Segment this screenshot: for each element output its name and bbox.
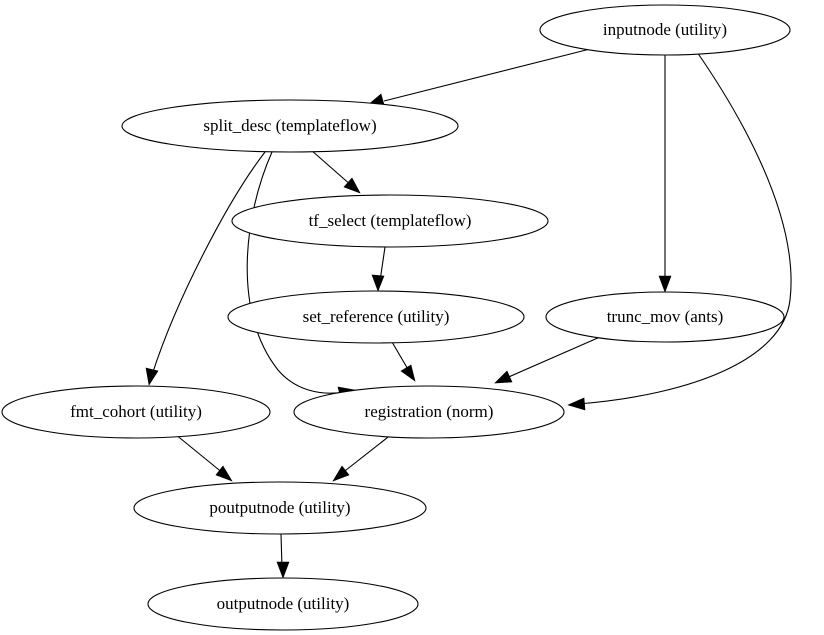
edge-inputnode-to-registration bbox=[567, 51, 792, 411]
node-fmt_cohort-ellipse[interactable] bbox=[1, 385, 271, 439]
node-layer: inputnode (utility) split_desc (template… bbox=[1, 4, 791, 631]
node-tf_select-ellipse[interactable] bbox=[231, 194, 549, 248]
node-inputnode-label: inputnode (utility) bbox=[603, 20, 727, 39]
node-split_desc-ellipse[interactable] bbox=[121, 99, 459, 153]
node-outputnode-ellipse[interactable] bbox=[147, 577, 419, 631]
edge-poutputnode-to-outputnode bbox=[276, 533, 290, 579]
node-trunc_mov-ellipse[interactable] bbox=[545, 291, 785, 343]
node-tf_select[interactable]: tf_select (templateflow) bbox=[231, 194, 549, 248]
node-fmt_cohort[interactable]: fmt_cohort (utility) bbox=[1, 385, 271, 439]
node-registration-ellipse[interactable] bbox=[293, 385, 565, 439]
node-inputnode[interactable]: inputnode (utility) bbox=[539, 4, 791, 56]
node-set_reference-ellipse[interactable] bbox=[227, 290, 525, 344]
edge-inputnode-to-trunc_mov bbox=[658, 55, 672, 293]
node-poutputnode-ellipse[interactable] bbox=[133, 481, 427, 535]
node-split_desc-label: split_desc (templateflow) bbox=[203, 116, 376, 135]
node-trunc_mov[interactable]: trunc_mov (ants) bbox=[545, 291, 785, 343]
node-outputnode-label: outputnode (utility) bbox=[217, 594, 350, 613]
edge-split_desc-to-tf_select bbox=[310, 149, 361, 194]
node-fmt_cohort-label: fmt_cohort (utility) bbox=[70, 402, 202, 421]
node-set_reference[interactable]: set_reference (utility) bbox=[227, 290, 525, 344]
node-tf_select-label: tf_select (templateflow) bbox=[309, 211, 472, 230]
edge-registration-to-poutputnode bbox=[332, 433, 393, 482]
edge-split_desc-to-fmt_cohort bbox=[145, 151, 266, 386]
node-outputnode[interactable]: outputnode (utility) bbox=[147, 577, 419, 631]
edge-set_reference-to-registration bbox=[391, 341, 416, 382]
edge-trunc_mov-to-registration bbox=[494, 336, 601, 384]
node-set_reference-label: set_reference (utility) bbox=[303, 307, 450, 326]
node-registration-label: registration (norm) bbox=[365, 402, 494, 421]
node-registration[interactable]: registration (norm) bbox=[293, 385, 565, 439]
edge-fmt_cohort-to-poutputnode bbox=[174, 433, 233, 482]
edge-inputnode-to-split_desc bbox=[367, 46, 599, 109]
node-poutputnode[interactable]: poutputnode (utility) bbox=[133, 481, 427, 535]
node-trunc_mov-label: trunc_mov (ants) bbox=[607, 307, 724, 326]
edge-split_desc-to-registration bbox=[246, 151, 356, 400]
node-inputnode-ellipse[interactable] bbox=[539, 4, 791, 56]
node-split_desc[interactable]: split_desc (templateflow) bbox=[121, 99, 459, 153]
edge-tf_select-to-set_reference bbox=[371, 246, 386, 292]
node-poutputnode-label: poutputnode (utility) bbox=[209, 498, 350, 517]
